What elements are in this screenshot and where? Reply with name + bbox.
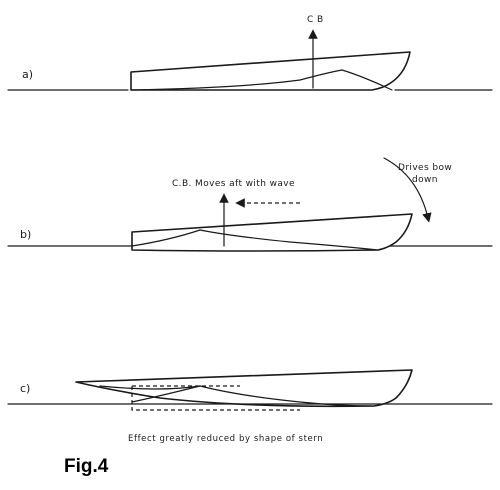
panel-b: b) C.B. Moves aft with wave Drives bow d… xyxy=(7,157,493,252)
panel-a-wave xyxy=(130,69,393,91)
panel-a-cb-label: C B xyxy=(307,15,324,25)
panel-a-hull xyxy=(130,51,411,91)
caption: Effect greatly reduced by shape of stern xyxy=(128,434,323,444)
panel-b-bow-arrow xyxy=(383,157,432,223)
panel-b-drive-label-2: down xyxy=(412,175,438,185)
panel-c: c) xyxy=(7,369,493,411)
panel-b-cb-label: C.B. Moves aft with wave xyxy=(172,179,295,189)
panel-c-label: c) xyxy=(20,382,30,395)
panel-c-wave-2 xyxy=(131,385,201,403)
panel-c-wave xyxy=(99,385,375,407)
panel-c-hull xyxy=(75,369,413,408)
figure-title: Fig.4 xyxy=(64,456,109,477)
panel-a-label: a) xyxy=(22,68,33,81)
panel-b-wave xyxy=(131,229,379,251)
panel-b-drive-label-1: Drives bow xyxy=(398,163,452,173)
panel-b-label: b) xyxy=(20,228,31,241)
panel-b-hull xyxy=(131,213,413,252)
panel-a: a) C B xyxy=(7,15,493,91)
